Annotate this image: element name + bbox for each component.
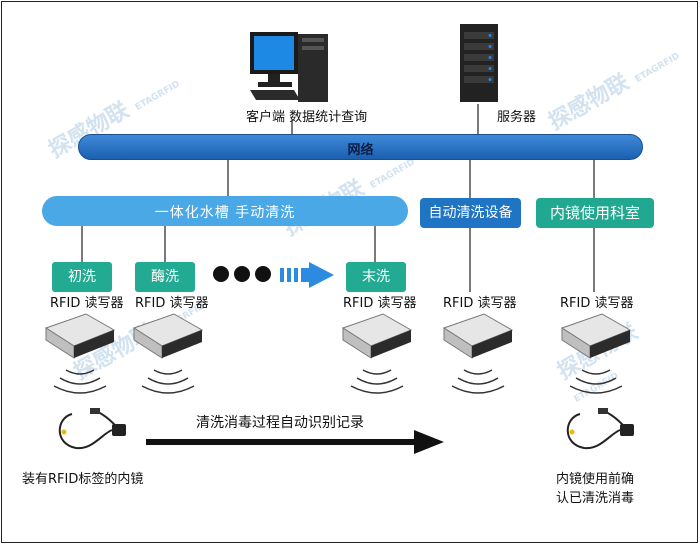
pre-use-check-label-2: 认已清洗消毒 (556, 491, 635, 506)
rfid-reader-icon (442, 313, 514, 394)
rfid-reader-icon (132, 313, 204, 394)
rfid-reader-icon (341, 313, 413, 394)
endoscope-room-box: 内镜使用科室 (536, 198, 654, 228)
reader-label: RFID 读写器 (135, 296, 209, 311)
progress-arrow-icon (280, 262, 334, 288)
ellipsis-dot (255, 266, 271, 282)
rfid-reader-icon (44, 313, 116, 394)
network-bar: 网络 (78, 134, 643, 160)
manual-wash-bar: 一体化水槽 手动清洗 (42, 196, 408, 226)
manual-wash-label: 一体化水槽 手动清洗 (154, 205, 296, 221)
ellipsis-dot (213, 266, 229, 282)
client-label: 客户端 数据统计查询 (246, 110, 368, 125)
reader-label: RFID 读写器 (50, 296, 124, 311)
stage-enzyme-wash: 酶洗 (135, 262, 195, 292)
reader-label: RFID 读写器 (560, 296, 634, 311)
pre-use-check-label-1: 内镜使用前确 (556, 472, 635, 487)
reader-label: RFID 读写器 (443, 296, 517, 311)
record-label: 清洗消毒过程自动识别记录 (196, 415, 364, 431)
stage-initial-wash: 初洗 (52, 262, 112, 292)
ellipsis-dot (234, 266, 250, 282)
server-label: 服务器 (497, 110, 537, 125)
reader-label: RFID 读写器 (343, 296, 417, 311)
rfid-reader-icon (560, 313, 632, 394)
endoscope-icon (566, 408, 634, 450)
endoscope-icon (58, 408, 126, 450)
stage-final-wash: 末洗 (346, 262, 406, 292)
client-computer-icon (250, 32, 328, 102)
server-icon (460, 24, 498, 102)
record-arrow-icon (146, 430, 444, 454)
network-label: 网络 (347, 143, 374, 158)
endoscope-tag-label: 装有RFID标签的内镜 (22, 472, 144, 487)
auto-wash-box: 自动清洗设备 (420, 198, 521, 228)
